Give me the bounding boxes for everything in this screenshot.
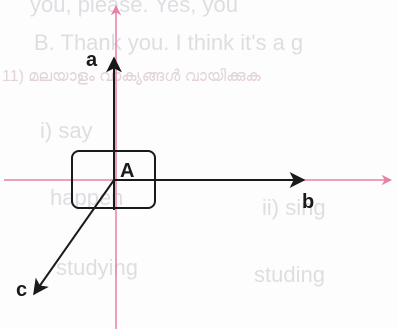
arrow-a-label: a bbox=[86, 49, 98, 71]
faded-text-line: happen bbox=[50, 185, 124, 210]
faded-text-line: you, please. Yes, you bbox=[30, 0, 238, 17]
faded-text-line: studying bbox=[56, 255, 138, 280]
box-a-label: A bbox=[120, 160, 134, 182]
faded-text-line: i) say bbox=[40, 118, 93, 143]
arrow-c-label: c bbox=[16, 279, 27, 301]
arrow-c bbox=[33, 179, 115, 296]
faded-text-line: ii) sing bbox=[262, 195, 326, 220]
faded-text-line: 11) മലയാളം വാക്യങ്ങൾ വായിക്കുക bbox=[2, 68, 261, 85]
faded-text-line: B. Thank you. I think it's a g bbox=[34, 30, 304, 55]
arrow-b-label: b bbox=[302, 191, 314, 213]
faded-text-line: studing bbox=[254, 262, 325, 287]
